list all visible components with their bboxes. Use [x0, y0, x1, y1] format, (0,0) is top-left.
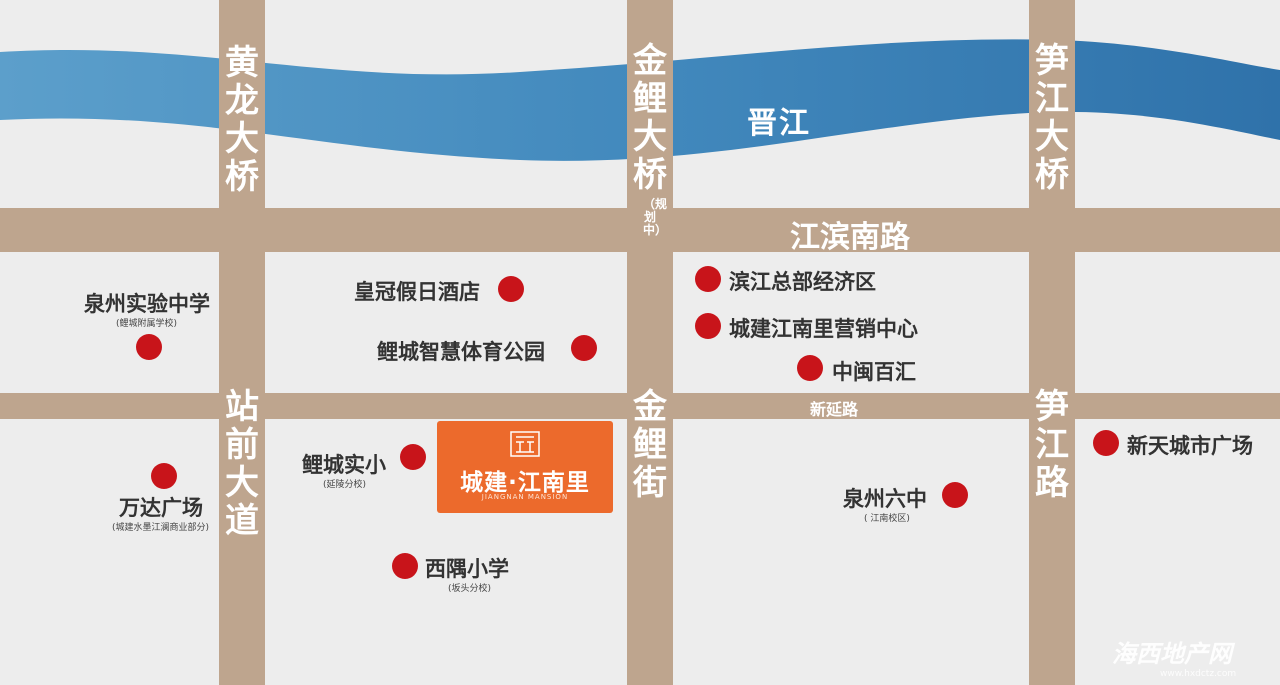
poi-binjiang-hq: 滨江总部经济区: [729, 270, 876, 294]
poi-xiyu-primary-sub: (坂头分校): [448, 584, 492, 594]
poi-wanda-plaza: 万达广场: [119, 496, 203, 520]
jinli-road: [627, 0, 673, 685]
zhanqian-avenue-label: 站前大道: [225, 387, 259, 541]
poi-quanzhou-experimental: 泉州实验中学: [84, 292, 210, 316]
river-label: 晋江: [747, 106, 811, 141]
poi-marker: [392, 553, 418, 579]
poi-quanzhou-experimental-sub: (鲤城附属学校): [116, 319, 178, 329]
project-english-name: JIANGNAN MANSION: [481, 493, 569, 501]
poi-marker: [695, 313, 721, 339]
poi-licheng-primary: 鲤城实小: [302, 453, 386, 477]
zhanqian-road: [219, 0, 265, 685]
poi-licheng-sports-park: 鲤城智慧体育公园: [377, 340, 545, 364]
poi-marker: [151, 463, 177, 489]
poi-marker: [695, 266, 721, 292]
project-marker: 城建·江南里 JIANGNAN MANSION: [437, 421, 613, 513]
poi-quanzhou-no6-sub: ( 江南校区): [864, 514, 910, 524]
jinli-bridge-label: 金鲤大桥: [633, 41, 667, 195]
poi-xiyu-primary: 西隅小学: [425, 557, 509, 581]
xinyan-road-label: 新延路: [810, 400, 859, 419]
poi-huangguan-hotel: 皇冠假日酒店: [354, 280, 480, 304]
project-logo-icon: [510, 431, 540, 457]
sunjiang-road-label: 笋江路: [1035, 387, 1069, 503]
poi-wanda-plaza-sub: (城建水墨江澜商业部分): [112, 523, 210, 533]
poi-marker: [400, 444, 426, 470]
poi-licheng-primary-sub: (延陵分校): [323, 480, 367, 490]
poi-zhongmin-baihui: 中闽百汇: [832, 360, 916, 384]
jinli-bridge-note: （规划中）: [643, 197, 668, 237]
poi-marker: [942, 482, 968, 508]
watermark: 海西地产网 www.hxdctz.com: [1112, 634, 1272, 682]
jiangbin-road-label: 江滨南路: [790, 220, 910, 255]
huanglong-bridge-label: 黄龙大桥: [225, 43, 259, 197]
poi-marker: [136, 334, 162, 360]
sunjiang-road-strip: [1029, 0, 1075, 685]
sunjiang-bridge-label: 笋江大桥: [1035, 41, 1069, 195]
poi-chengjian-sales: 城建江南里营销中心: [729, 317, 918, 341]
poi-quanzhou-no6: 泉州六中: [843, 487, 927, 511]
watermark-name: 海西地产网: [1112, 640, 1232, 668]
jinli-street-label: 金鲤街: [633, 387, 667, 503]
poi-marker: [498, 276, 524, 302]
project-name: 城建·江南里: [460, 470, 590, 496]
poi-marker: [797, 355, 823, 381]
poi-marker: [571, 335, 597, 361]
watermark-url: www.hxdctz.com: [1160, 669, 1237, 679]
poi-marker: [1093, 430, 1119, 456]
poi-xintiancheng: 新天城市广场: [1127, 434, 1253, 458]
